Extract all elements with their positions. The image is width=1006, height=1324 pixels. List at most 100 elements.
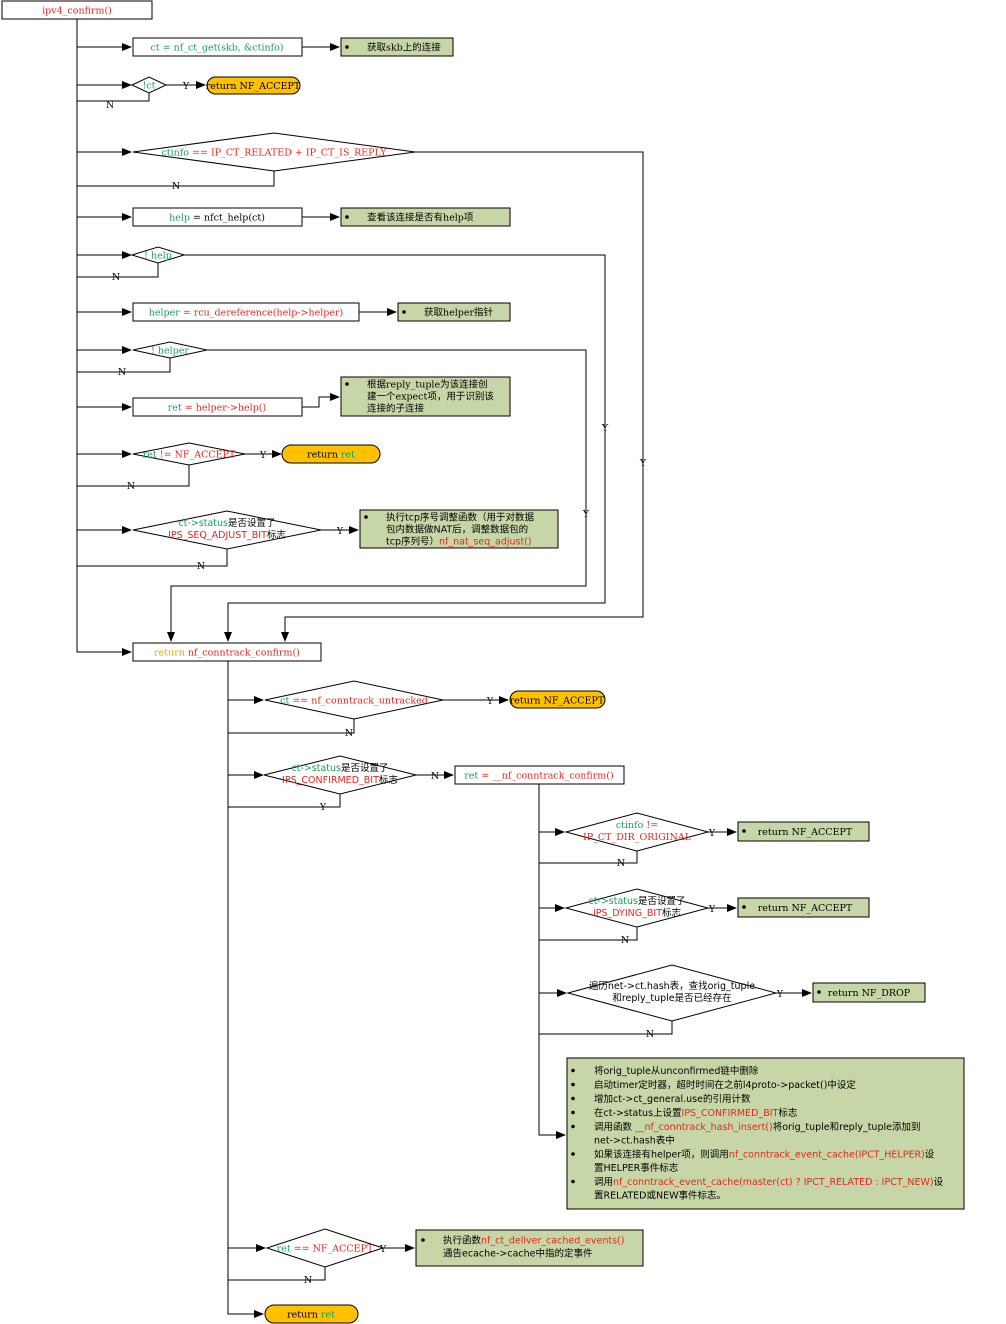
no-label: N (621, 935, 629, 946)
note-helper-text: 获取helper指针 (424, 307, 494, 319)
connector-line (228, 794, 341, 808)
connector-line (228, 719, 355, 734)
call-help-box (132, 397, 303, 417)
cond-ret-label-run: ret (143, 450, 157, 461)
ret-ret-2-terminal (264, 1304, 359, 1324)
cond-seq-label-run: IPS_SEQ_ADJUST_BIT (168, 530, 267, 541)
bullet-dot (742, 905, 746, 909)
cond-related-label-run: == IP_CT_RELATED + IP_CT_IS_REPLY (189, 148, 387, 159)
cond-confirmed-label-run: IPS_CONFIRMED_BIT (282, 775, 379, 786)
ret-ret-1-label-run: ret (341, 450, 355, 461)
bullet-dot (345, 45, 349, 49)
ret-ret-1-label-run: return (307, 450, 341, 461)
yes-label: Y (182, 81, 190, 92)
note-seq-line-run: 执行tcp序号调整函数（用于对数据 (386, 512, 534, 524)
connector-line (77, 93, 150, 102)
cond-related-label-run: ctinfo (161, 148, 189, 159)
get-help-label-run: = nfct_help(ct) (190, 213, 265, 224)
connector-line (77, 263, 159, 278)
cond-help-label: ! help (144, 251, 172, 262)
yes-label: Y (379, 1244, 387, 1255)
note-big-line: 在ct->status上设置IPS_CONFIRMED_BIT标志 (594, 1107, 797, 1119)
cond-hash-label: 遍历net->ct.hash表，查找orig_tuple (589, 980, 755, 992)
cond-seq-label-run: 标志 (267, 529, 286, 541)
cond-untracked-label-run: == nf_conntrack_untracked (289, 696, 428, 707)
cond-dir-label: ctinfo != (616, 820, 658, 831)
bullet-dot (345, 215, 349, 219)
cond-ret-diamond (132, 442, 246, 466)
yes-label: Y (776, 989, 784, 1000)
cond-final-label-run: ret (277, 1244, 291, 1255)
note-big-line-run: 设 (934, 1177, 944, 1188)
ret-ret-1-terminal (281, 444, 381, 464)
ret-accept-1-terminal (206, 76, 301, 95)
bullet-dot (571, 1124, 575, 1129)
no-label: N (112, 272, 120, 283)
connector-line (184, 254, 606, 642)
bullet-dot (571, 1068, 575, 1073)
cond-ct-label: !ct (143, 81, 156, 92)
cond-help-diamond (130, 246, 186, 264)
cond-seq-label-run: ct->status (178, 518, 228, 529)
note-help-text: 查看该连接是否有help项 (367, 212, 474, 224)
cond-helper-label-run: ! helper (151, 346, 189, 357)
yes-label: Y (319, 802, 327, 813)
note-seq-line-run: nf_nat_seq_adjust() (439, 537, 532, 548)
confirm-trunk (227, 661, 264, 1318)
cond-confirmed-label: ct->status是否设置了 (291, 763, 388, 774)
yes-label: Y (259, 450, 267, 461)
cond-help-label-run: ! help (144, 251, 172, 262)
cond-confirmed-label: IPS_CONFIRMED_BIT标志 (282, 774, 398, 786)
bullet-dot (571, 1179, 575, 1184)
cond-dir-label-run: IP_CT_DIR_ORIGINAL (583, 832, 692, 843)
nf-confirm-label-run: return (154, 648, 188, 659)
yes-label: Y (601, 423, 609, 434)
note-deliver-line-run: 通告ecache->cache中指的定事件 (443, 1248, 593, 1260)
connector-line (77, 549, 228, 567)
note-deliver-line: 通告ecache->cache中指的定事件 (443, 1248, 593, 1260)
note-big-line: net->ct.hash表中 (594, 1135, 675, 1147)
bullet-dot (571, 1152, 575, 1156)
cond-ret-label: ret != NF_ACCEPT (143, 450, 236, 461)
note-call-help-box (340, 376, 511, 417)
note-big-line-run: 调用 (594, 1177, 613, 1188)
note-big-line-run: 在ct->status上设置 (594, 1107, 682, 1119)
note-seq-line-run: 包内数据做NAT后，调整数据包的 (386, 524, 528, 536)
cond-hash-label-run: 遍历net->ct.hash表，查找orig_tuple (589, 980, 755, 992)
cond-dir-label: IP_CT_DIR_ORIGINAL (583, 832, 692, 843)
get-helper-box (132, 302, 360, 322)
note-big-line-run: IPS_CONFIRMED_BIT (682, 1108, 779, 1119)
cond-ct-diamond (130, 76, 168, 94)
note-big-line-run: nf_conntrack_event_cache(master(ct) ? IP… (613, 1177, 934, 1188)
bullet-dot (817, 990, 821, 994)
bullet-dot (364, 515, 368, 519)
get-help-label: help = nfct_help(ct) (169, 213, 265, 224)
note-big-line-run: nf_conntrack_event_cache(IPCT_HELPER) (729, 1150, 925, 1161)
note-ret-accept-a-text: return NF_ACCEPT (758, 827, 853, 838)
ret-ret-2-label-run: return (287, 1310, 321, 1321)
note-big-line-run: 增加ct->ct_general.use的引用计数 (594, 1093, 751, 1105)
inner-trunk (538, 784, 566, 1139)
yes-label: Y (708, 904, 716, 915)
note-big-line-run: 启动timer定时器，超时时间在之前l4proto->packet()中设定 (594, 1079, 856, 1091)
inner-confirm-label: ret = __nf_conntrack_confirm() (464, 771, 613, 782)
note-big-line-run: __nf_conntrack_hash_insert() (634, 1122, 773, 1133)
nf-confirm-label-run: nf_conntrack_confirm() (188, 648, 300, 659)
cond-seq-label: ct->status是否设置了 (178, 518, 275, 529)
connector-line (167, 349, 587, 642)
connector-line (77, 465, 190, 487)
cond-untracked-label: ct == nf_conntrack_untracked (280, 696, 428, 707)
note-deliver-line: 执行函数nf_ct_deliver_cached_events() (443, 1235, 624, 1247)
cond-seq-diamond (132, 510, 322, 550)
yes-label: Y (639, 458, 647, 469)
note-call-help-line: 根据reply_tuple为该连接创 (367, 379, 488, 391)
ret-ret-2-label: return ret (287, 1310, 335, 1321)
inner-confirm-label-run: ret (464, 771, 478, 782)
cond-final-diamond (265, 1228, 385, 1268)
note-ret-accept-b-box (737, 897, 870, 918)
cond-related-diamond (132, 132, 416, 172)
inner-confirm-label-run: = __nf_conntrack_confirm() (478, 771, 613, 782)
note-deliver-box (415, 1229, 644, 1267)
cond-dir-label-run: ctinfo (616, 820, 644, 831)
